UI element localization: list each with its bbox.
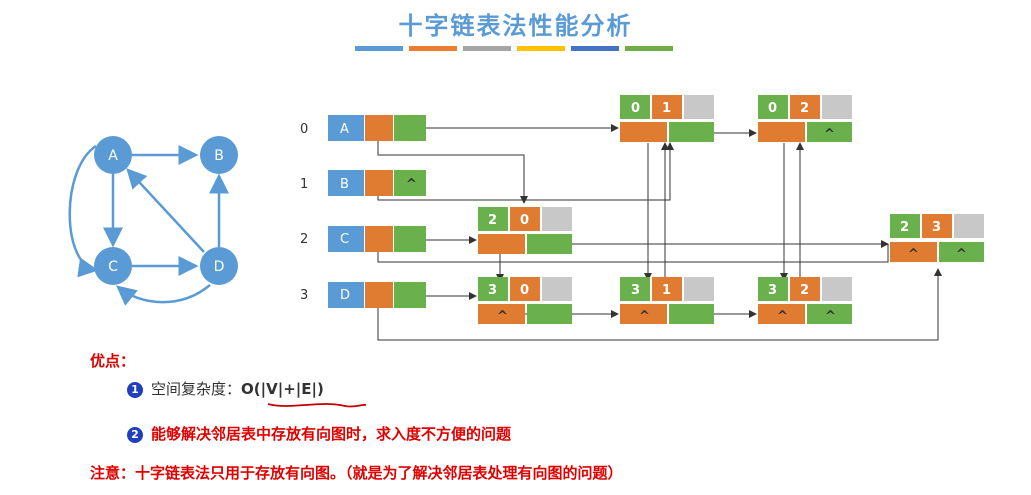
bar-3: [463, 46, 511, 51]
graph-node-a: [94, 136, 132, 174]
graph-node-d-label: D: [214, 259, 225, 275]
arc-node-3-1: 3 1 ^: [620, 277, 714, 324]
arc-node-3-2: 3 2 ^ ^: [758, 277, 852, 324]
directed-graph: [68, 144, 229, 306]
arc-node-2-3: 2 3 ^ ^: [890, 214, 984, 262]
bar-2: [409, 46, 457, 51]
arc-3-1-head: 1: [662, 283, 671, 298]
null-2-3-tail: ^: [908, 247, 919, 262]
index-2: 2: [300, 232, 308, 247]
null-b-out: ^: [406, 177, 417, 192]
note-text: 注意：十字链表法只用于存放有向图。（就是为了解决邻居表处理有向图的问题）: [90, 464, 623, 482]
arc-node-0-1: 0 1: [620, 95, 714, 142]
graph-node-a-label: A: [108, 148, 118, 164]
index-1: 1: [300, 177, 308, 192]
bar-1: [355, 46, 403, 51]
null-3-2-head: ^: [825, 309, 836, 324]
null-3-0-tail: ^: [497, 309, 508, 324]
graph-node-c-label: C: [108, 259, 118, 275]
arc-3-0-tail: 3: [488, 283, 497, 298]
bar-4: [517, 46, 565, 51]
link-lines: [377, 124, 942, 341]
null-0-2-head: ^: [824, 127, 835, 142]
arc-3-1-tail: 3: [631, 283, 640, 298]
bar-6: [625, 46, 673, 51]
vertex-name-c: C: [340, 232, 349, 247]
vertex-name-a: A: [340, 122, 349, 137]
arc-3-2-tail: 3: [768, 283, 777, 298]
page-title: 十字链表法性能分析: [398, 12, 633, 40]
point-2-text: 能够解决邻居表中存放有向图时，求入度不方便的问题: [151, 425, 512, 443]
arc-3-2-head: 2: [800, 283, 809, 298]
formula-underline: [267, 403, 367, 408]
bar-5: [571, 46, 619, 51]
arc-0-1-tail: 0: [631, 101, 640, 116]
vertex-name-b: B: [340, 177, 349, 192]
arc-node-0-2: 0 2 ^: [758, 95, 852, 142]
null-2-3-head: ^: [956, 247, 967, 262]
arc-2-0-tail: 2: [488, 213, 497, 228]
null-3-1-tail: ^: [639, 309, 650, 324]
point-2-number: 2: [127, 426, 143, 443]
point-1-formula: O(|V|+|E|): [241, 380, 324, 398]
arc-0-1-head: 1: [662, 101, 671, 116]
arc-0-2-tail: 0: [768, 101, 777, 116]
vertex-table: 0 1 2 3 A B ^ C D: [300, 115, 426, 308]
graph-node-c: [94, 247, 132, 285]
graph-node-b: [200, 136, 238, 174]
arc-2-3-head: 3: [932, 220, 941, 235]
arc-3-0-head: 0: [520, 283, 529, 298]
title-color-bars: [355, 46, 673, 51]
arc-node-2-0: 2 0: [478, 207, 572, 254]
vertex-name-d: D: [340, 288, 350, 303]
arc-node-3-0: 3 0 ^: [478, 277, 572, 324]
index-3: 3: [300, 288, 308, 303]
graph-node-b-label: B: [214, 148, 224, 164]
point-2: 2 能够解决邻居表中存放有向图时，求入度不方便的问题: [127, 423, 511, 444]
graph-nodes: A B C D: [94, 136, 238, 285]
arc-2-0-head: 0: [520, 213, 529, 228]
null-3-2-tail: ^: [777, 309, 788, 324]
index-0: 0: [300, 122, 308, 137]
point-1-number: 1: [127, 381, 143, 398]
arc-nodes: 0 1 0 2 ^ 2 0 2 3 ^ ^ 3 0: [478, 95, 984, 324]
point-1-text: 空间复杂度：: [151, 380, 242, 398]
arc-0-2-head: 2: [800, 101, 809, 116]
arc-2-3-tail: 2: [900, 220, 909, 235]
graph-node-d: [200, 247, 238, 285]
point-1: 1 空间复杂度：O(|V|+|E|): [127, 378, 324, 399]
advantages-label: 优点：: [90, 352, 136, 370]
